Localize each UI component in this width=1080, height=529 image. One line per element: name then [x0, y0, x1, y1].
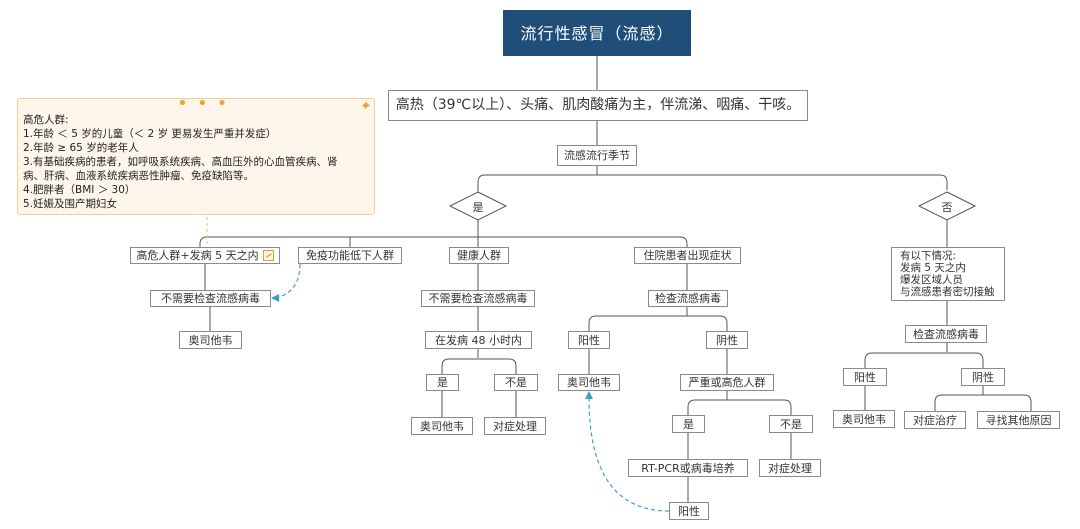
no-other-cause-node: 寻找其他原因 [977, 411, 1060, 429]
note-line: 2.年龄 ≥ 65 岁的老年人 [23, 142, 139, 154]
within-48h-node: 在发病 48 小时内 [425, 331, 532, 349]
symptoms-node: 高热（39℃以上）、头痛、肌肉酸痛为主，伴流涕、咽痛、干咳。 [388, 90, 808, 121]
no-negative-node: 阴性 [961, 368, 1005, 386]
rtpcr-positive-node: 阳性 [669, 502, 709, 520]
no-treat-node: 对症治疗 [904, 411, 966, 429]
note-line: 1.年龄 ＜ 5 岁的儿童（＜ 2 岁 更易发生严重并发症） [23, 128, 277, 140]
healthy-no-test-node: 不需要检查流感病毒 [421, 290, 535, 307]
conditions-line: 爆发区域人员 [900, 274, 963, 286]
rtpcr-node: RT-PCR或病毒培养 [628, 459, 748, 477]
no-positive-node: 阳性 [843, 368, 887, 386]
high-risk-note: • • • 高危人群: 1.年龄 ＜ 5 岁的儿童（＜ 2 岁 更易发生严重并发… [17, 96, 375, 215]
healthy-no-node: 不是 [494, 374, 538, 391]
no-conditions-node: 有以下情况: 发病 5 天之内 爆发区域人员 与流感患者密切接触 [891, 247, 1005, 301]
no-test-node: 检查流感病毒 [905, 325, 987, 343]
conditions-line: 与流感患者密切接触 [900, 286, 995, 298]
inpatient-drug-node: 奥司他韦 [558, 374, 620, 391]
severe-node: 严重或高危人群 [680, 374, 774, 391]
note-line: 病、肝病、血液系统疾病恶性肿瘤、免疫缺陷等。 [23, 170, 254, 182]
decision-no-label: 否 [941, 201, 953, 214]
inpatient-positive-node: 阳性 [568, 331, 610, 349]
high-risk-label: 高危人群+发病 5 天之内 [136, 249, 259, 262]
immuno-node: 免疫功能低下人群 [298, 247, 402, 264]
healthy-yes-node: 是 [426, 374, 459, 391]
positive-to-drug-arrow [588, 397, 670, 512]
inpatient-node: 住院患者出现症状 [634, 247, 741, 264]
healthy-symptomatic-node: 对症处理 [484, 417, 546, 435]
inpatient-negative-node: 阴性 [706, 331, 748, 349]
root-title: 流行性感冒（流感） [503, 10, 691, 56]
healthy-drug-node: 奥司他韦 [411, 417, 473, 435]
decision-diamond-yes [448, 191, 508, 221]
note-dots: • • • [178, 96, 230, 112]
no-drug-node: 奥司他韦 [833, 410, 895, 428]
high-risk-no-test-node: 不需要检查流感病毒 [150, 290, 271, 307]
pin-icon [362, 102, 370, 110]
inpatient-symptomatic-node: 对症处理 [759, 459, 821, 477]
arrowhead-icon [271, 294, 279, 302]
note-line: 3.有基础疾病的患者，如呼吸系统疾病、高血压外的心血管疾病、肾 [23, 156, 338, 168]
arrowhead-icon [585, 391, 593, 399]
conditions-line: 发病 5 天之内 [900, 262, 966, 274]
high-risk-drug-node: 奥司他韦 [179, 331, 242, 349]
severe-no-node: 不是 [769, 415, 813, 433]
note-line: 高危人群: [23, 114, 69, 126]
healthy-node: 健康人群 [449, 247, 509, 264]
note-line: 5.妊娠及围产期妇女 [23, 198, 118, 210]
season-node: 流感流行季节 [557, 145, 637, 166]
decision-yes-label: 是 [472, 201, 484, 214]
immuno-to-no-test-arrow [275, 263, 301, 299]
note-edit-icon[interactable] [262, 250, 274, 261]
note-line: 4.肥胖者（BMI ＞ 30） [23, 184, 136, 196]
severe-yes-node: 是 [672, 415, 705, 433]
inpatient-test-node: 检查流感病毒 [648, 290, 728, 307]
decision-diamond-no [917, 191, 977, 221]
high-risk-node: 高危人群+发病 5 天之内 [130, 247, 280, 264]
conditions-line: 有以下情况: [900, 250, 957, 262]
